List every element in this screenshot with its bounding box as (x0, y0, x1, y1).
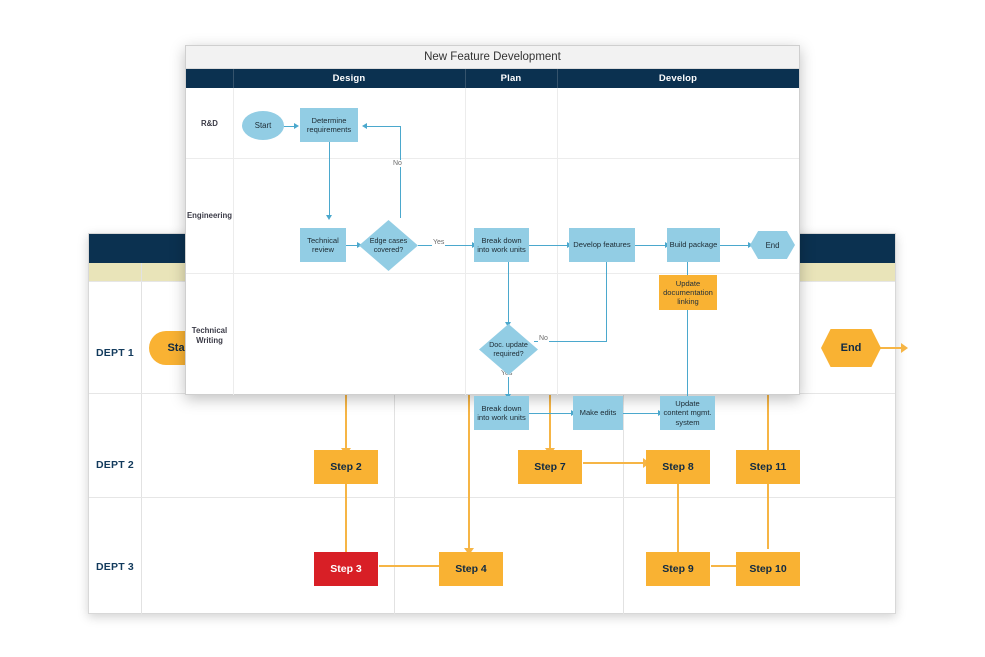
fg-arrowhead-no-to-determine (362, 122, 367, 129)
bg-node-step8[interactable]: Step 8 (646, 450, 710, 484)
fg-edge-label-yes-2: Yes (500, 370, 514, 377)
fg-edge-build-end (720, 245, 750, 247)
fg-row-divider-2 (186, 273, 799, 274)
bg-node-step9[interactable]: Step 9 (646, 552, 710, 586)
bg-row-label-dept1: DEPT 1 (96, 347, 134, 359)
fg-edge-start-determine (284, 125, 295, 127)
fg-arrowhead-determine-techreview (326, 215, 332, 220)
fg-edge-makeedits-updatecms (623, 413, 660, 415)
fg-edge-docupdate-no-v (606, 262, 608, 342)
bg-edge-step3-step4 (379, 565, 441, 567)
fg-lane-label-rnd: R&D (201, 119, 218, 128)
fg-edge-no-horizontal (364, 125, 401, 127)
fg-edge-label-no-2: No (538, 335, 549, 342)
fg-edge-updatedoc-build (687, 262, 689, 275)
bg-node-end[interactable]: End (821, 329, 881, 367)
fg-node-update-documentation-linking[interactable]: Update documentation linking (659, 275, 717, 310)
fg-edge-techreview-edgecases (346, 245, 359, 247)
fg-edge-edgecases-breakdown (418, 245, 474, 247)
fg-column-divider-2 (465, 88, 466, 395)
fg-header-sep-2 (465, 69, 466, 88)
fg-node-start[interactable]: Start (242, 111, 284, 140)
bg-node-step4[interactable]: Step 4 (439, 552, 503, 586)
fg-column-header-develop[interactable]: Develop (658, 73, 698, 84)
bg-edge-step2-step3 (345, 483, 347, 557)
fg-arrowhead-techreview-edgecases (357, 242, 362, 248)
fg-node-determine-requirements[interactable]: Determine requirements (300, 108, 358, 142)
bg-edge-into-step4 (468, 365, 470, 550)
fg-diagram-title: New Feature Development (186, 46, 799, 69)
foreground-swimlane-diagram[interactable]: New Feature Development Design Plan Deve… (185, 45, 800, 430)
bg-row-divider-2 (89, 497, 895, 498)
fg-column-divider-3 (557, 88, 558, 395)
fg-arrowhead-start-determine (294, 122, 299, 129)
bg-column-divider-2 (394, 263, 395, 615)
fg-node-make-edits[interactable]: Make edits (573, 396, 623, 430)
fg-column-divider-1 (233, 88, 234, 395)
fg-node-technical-review[interactable]: Technical review (300, 228, 346, 262)
fg-node-develop-features[interactable]: Develop features (569, 228, 635, 262)
fg-lane-body: R&D Engineering Technical Writing No Yes (186, 88, 799, 430)
fg-row-divider-1 (186, 158, 799, 159)
bg-edge-step10-step11 (767, 483, 769, 549)
bg-edge-start-step2 (345, 365, 347, 450)
fg-node-edge-cases-label: Edge cases covered? (369, 235, 408, 254)
fg-edge-label-no-1: No (392, 160, 403, 167)
bg-edge-step7-step8 (583, 462, 645, 464)
bg-column-divider-1 (141, 263, 142, 615)
bg-arrowhead-into-step4 (464, 548, 474, 555)
bg-node-step11[interactable]: Step 11 (736, 450, 800, 484)
bg-row-label-dept3: DEPT 3 (96, 561, 134, 573)
fg-edge-breakdown-docupdate (508, 262, 510, 325)
fg-edge-determine-techreview (329, 142, 331, 218)
fg-column-header-design[interactable]: Design (332, 73, 366, 84)
fg-node-doc-update-label: Doc. update required? (489, 339, 528, 358)
fg-edge-no-vertical (400, 125, 402, 218)
fg-node-end[interactable]: End (750, 231, 795, 259)
fg-header-bar: Design Plan Develop (186, 69, 799, 88)
fg-header-sep-3 (557, 69, 558, 88)
fg-edge-breakdown2-makeedits (529, 413, 573, 415)
fg-node-break-down-work-units-eng[interactable]: Break down into work units (474, 228, 529, 262)
fg-node-update-content-mgmt-system[interactable]: Update content mgmt. system (660, 396, 715, 430)
fg-node-break-down-work-units-tw[interactable]: Break down into work units (474, 396, 529, 430)
fg-edge-breakdown-develop (529, 245, 569, 247)
bg-node-step3[interactable]: Step 3 (314, 552, 378, 586)
fg-header-sep-1 (233, 69, 234, 88)
fg-edge-label-yes-1: Yes (432, 239, 446, 246)
bg-edge-to-end (877, 347, 903, 349)
fg-edge-develop-build (635, 245, 667, 247)
bg-column-divider-3 (623, 263, 624, 615)
bg-node-step10[interactable]: Step 10 (736, 552, 800, 586)
fg-edge-docupdate-no-h (534, 341, 607, 343)
fg-lane-label-technical-writing: Technical Writing (191, 326, 228, 345)
bg-node-step2[interactable]: Step 2 (314, 450, 378, 484)
bg-arrowhead-to-end (901, 343, 908, 353)
fg-column-header-plan[interactable]: Plan (500, 73, 522, 84)
bg-edge-into-step7 (549, 365, 551, 450)
bg-row-label-dept2: DEPT 2 (96, 459, 134, 471)
bg-edge-step8-step9 (677, 483, 679, 557)
fg-edge-docupdate-breakdown2 (508, 359, 510, 397)
bg-node-step7[interactable]: Step 7 (518, 450, 582, 484)
fg-lane-label-engineering: Engineering (186, 211, 233, 220)
bg-edge-step11-up (767, 365, 769, 450)
fg-edge-updatecms-updatedoc (687, 310, 689, 397)
fg-node-build-package[interactable]: Build package (667, 228, 720, 262)
